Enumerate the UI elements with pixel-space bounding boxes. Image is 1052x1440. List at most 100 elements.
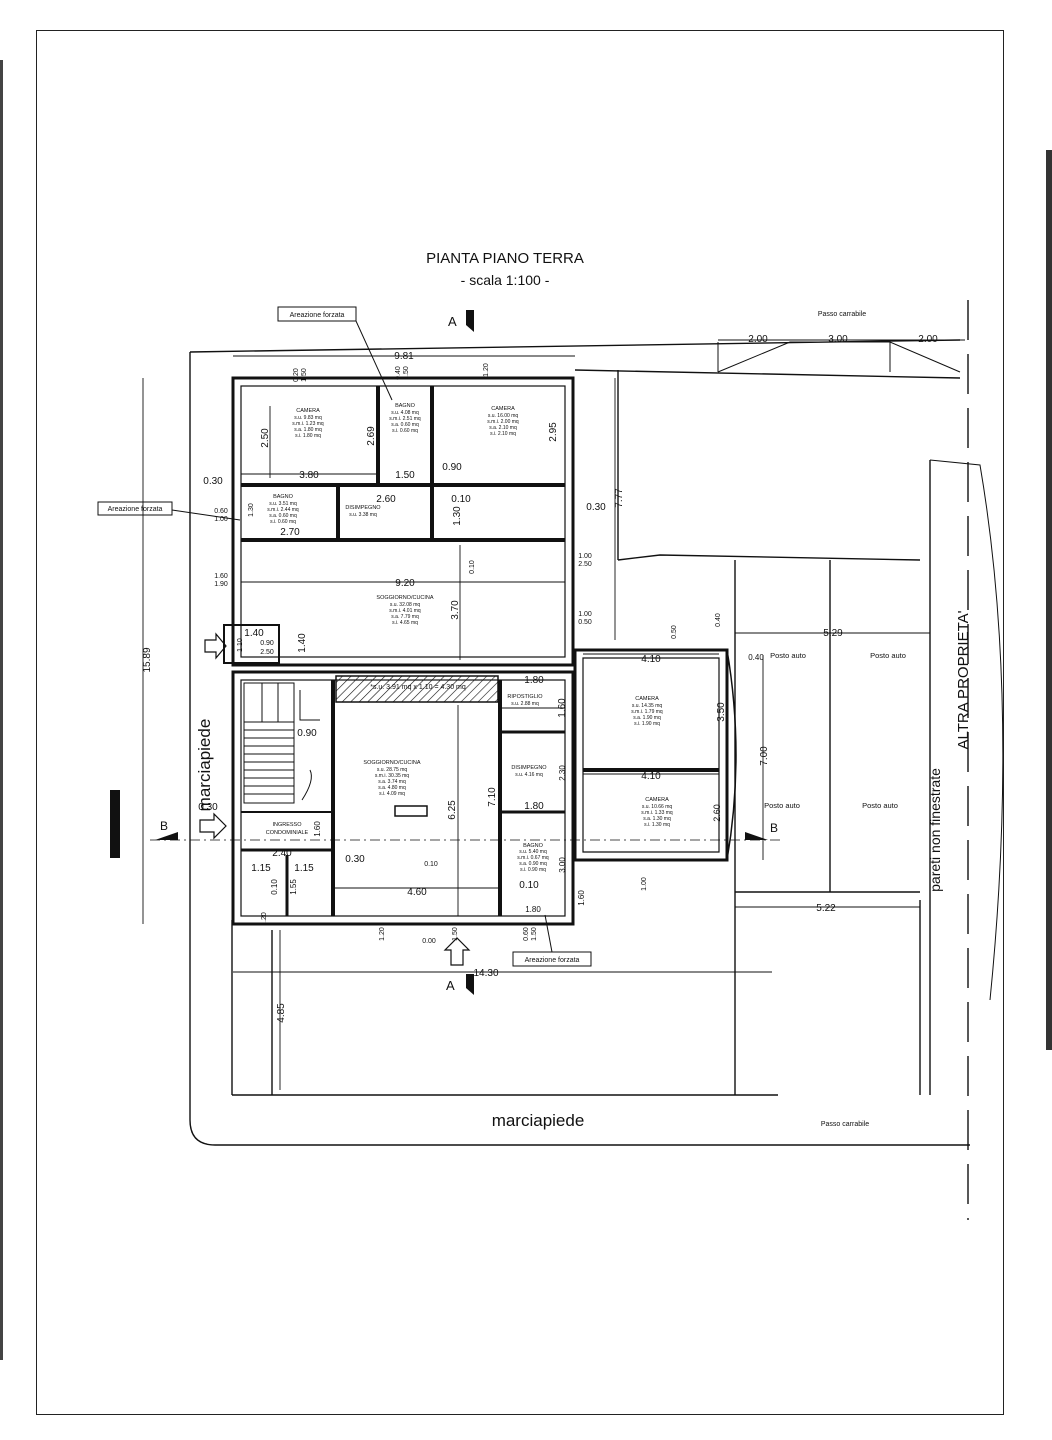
room-camera3-l0: s.u. 14.35 mq — [632, 703, 663, 709]
dim-460: 4.60 — [407, 887, 427, 898]
parking-labels: Posto auto Posto auto Posto auto Posto a… — [764, 651, 906, 810]
room-disimpegno2-l0: s.u. 4.16 mq — [515, 772, 543, 778]
dimension-lines — [142, 339, 965, 1090]
room-camera4-l1: s.m.i. 1.33 mq — [641, 810, 673, 816]
room-camera3-name: CAMERA — [635, 696, 659, 702]
section-a-bottom: A — [446, 978, 455, 993]
extra-su-label: *s.u. 3.91 mq x 1.10 = 4.30 mq — [370, 684, 466, 691]
room-soggiorno2-l3: s.a. 4.80 mq — [378, 785, 406, 791]
room-bagno3-l3: s.i. 0.90 mq — [520, 867, 546, 873]
dim-030a: 0.30 — [203, 476, 223, 487]
dim-1589: 15.89 — [142, 647, 153, 672]
room-bagno3-l1: s.m.i. 0.67 mq — [517, 855, 549, 861]
hatched-area — [335, 675, 499, 703]
dim-000: 0.00 — [422, 938, 436, 945]
parking-top-line — [617, 554, 921, 561]
room-ripostiglio-l0: s.u. 2.88 mq — [511, 701, 539, 707]
dim-710: 7.10 — [487, 787, 498, 807]
dim-010d-b: 0.10 — [519, 880, 539, 891]
kitchen-island — [394, 805, 428, 817]
room-soggiorno2-l1: s.m.i. 30.35 mq — [375, 773, 409, 779]
room-disimpegno1-l0: s.u. 3.38 mq — [349, 512, 377, 518]
room-bagno3-l2: s.a. 0.90 mq — [519, 861, 547, 867]
dim-030d: 0.30 — [345, 854, 365, 865]
upper-block-inner — [240, 385, 566, 658]
section-b-left: B — [160, 819, 168, 833]
dim-150b: 1.50 — [452, 927, 459, 941]
room-camera3-l3: s.i. 1.90 mq — [634, 721, 660, 727]
dim-100b: 1.00 — [578, 553, 592, 560]
dim-060b: 0.60 — [523, 927, 530, 941]
dim-010a: 0.10 — [451, 494, 471, 505]
dim-410a: 4.10 — [641, 654, 661, 665]
scan-artifact — [110, 790, 120, 858]
sheet-border — [36, 30, 1004, 1415]
dim-700: 7.00 — [759, 746, 770, 766]
room-camera2-l2: s.a. 2.10 mq — [489, 425, 517, 431]
passo-carrabile-top-label: Passo carrabile — [818, 311, 866, 318]
room-camera4-l2: s.a. 1.30 mq — [643, 816, 671, 822]
dim-160d: 1.60 — [577, 890, 586, 906]
room-camera4-name: CAMERA — [645, 797, 669, 803]
dim-090c: 0.90 — [297, 728, 317, 739]
room-bagno3-name: BAGNO — [523, 843, 544, 849]
callouts — [97, 306, 592, 967]
room-soggiorno2-l0: s.u. 28.75 mq — [377, 767, 408, 773]
dim-200a: 2.00 — [748, 334, 768, 345]
room-bagno1-l0: s.u. 4.08 mq — [391, 410, 419, 416]
room-bagno1-l3: s.i. 0.60 mq — [392, 428, 418, 434]
dim-160: 1.60 — [214, 573, 228, 580]
room-camera2-l0: s.u. 16.00 mq — [488, 413, 519, 419]
room-disimpegno2-name: DISIMPEGNO — [511, 765, 547, 771]
room-soggiorno2-l2: s.a. 3.74 mq — [378, 779, 406, 785]
room-soggiorno2-name: SOGGIORNO/CUCINA — [363, 760, 420, 766]
parking-1: Posto auto — [770, 651, 806, 660]
room-soggiorno1-l0: s.u. 32.08 mq — [390, 602, 421, 608]
section-b-right: B — [770, 821, 778, 835]
room-soggiorno1-l1: s.m.i. 4.01 mq — [389, 608, 421, 614]
room-camera1-l0: s.u. 9.83 mq — [294, 415, 322, 421]
dimension-labels: 9.81 2.00 3.00 2.00 2.50 2.69 2.95 3.80 … — [142, 334, 938, 1023]
dim-030c: 0.30 — [198, 802, 218, 813]
areazione-label-1: Areazione forzata — [290, 312, 345, 319]
dim-050: 0.50 — [578, 619, 592, 626]
room-soggiorno1-l3: s.i. 4.65 mq — [392, 620, 418, 626]
dim-160c: 1.60 — [313, 821, 322, 837]
section-markers — [155, 310, 768, 995]
room-bagno2-name: BAGNO — [273, 494, 294, 500]
room-bagno3-l0: s.u. 5.40 mq — [519, 849, 547, 855]
upper-block-outer — [231, 376, 575, 667]
staircase — [243, 682, 320, 804]
dim-180b: 1.80 — [524, 801, 544, 812]
plan-title: PIANTA PIANO TERRA — [426, 250, 584, 267]
dim-100a: 1.00 — [214, 516, 228, 523]
dim-295: 2.95 — [548, 422, 559, 442]
dim-120c: 1.20 — [483, 363, 490, 377]
dim-060: 0.60 — [214, 508, 228, 515]
dim-485: 4.85 — [276, 1003, 287, 1023]
yard-top-line — [574, 369, 961, 379]
room-camera3-l1: s.m.i. 1.79 mq — [631, 709, 663, 715]
dim-150c: 1.50 — [531, 927, 538, 941]
site-outline — [189, 352, 970, 1146]
dim-090a: 0.90 — [442, 462, 462, 473]
dim-100d: 1.00 — [641, 877, 648, 891]
dim-160b: 1.60 — [557, 698, 568, 718]
dim-180a: 1.80 — [524, 675, 544, 686]
scan-edge-right — [1046, 150, 1052, 1050]
room-camera2-l1: s.m.i. 2.00 mq — [487, 419, 519, 425]
room-camera2-name: CAMERA — [491, 406, 515, 412]
dim-250: 2.50 — [260, 428, 271, 448]
right-block-inner — [582, 657, 720, 853]
room-bagno1-l2: s.a. 0.60 mq — [391, 422, 419, 428]
dim-260: 2.60 — [376, 494, 396, 505]
room-ripostiglio-name: RIPOSTIGLIO — [507, 694, 543, 700]
room-camera2-l3: s.i. 2.10 mq — [490, 431, 516, 437]
parking-2: Posto auto — [870, 651, 906, 660]
room-soggiorno1-l2: s.a. 7.79 mq — [391, 614, 419, 620]
right-bay-curve — [726, 649, 737, 861]
dim-140a: 1.40 — [244, 628, 264, 639]
dim-150: 1.50 — [395, 470, 415, 481]
